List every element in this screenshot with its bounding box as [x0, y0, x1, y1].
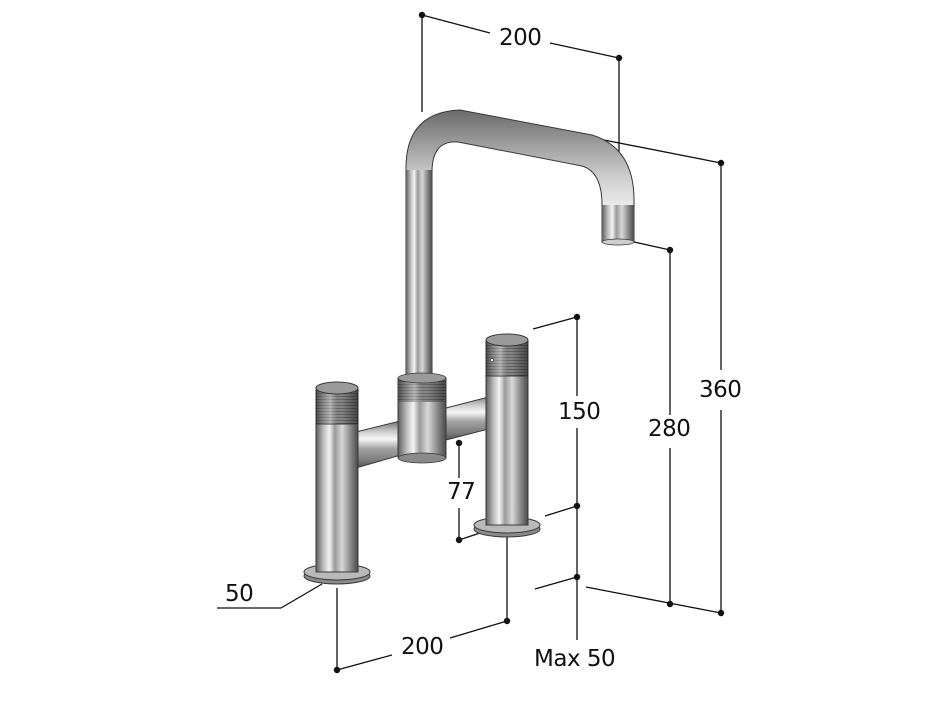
dim-base-diameter: 50 — [223, 581, 256, 607]
dim-spout-outlet-height: 280 — [646, 416, 693, 442]
dim-overall-height: 360 — [697, 377, 744, 403]
dim-max-deck-thickness: Max 50 — [532, 646, 618, 672]
dim-bridge-clearance: 77 — [445, 479, 478, 505]
dim-spout-reach: 200 — [497, 25, 544, 51]
dim-centres: 200 — [399, 634, 446, 660]
left-handle-column — [303, 381, 371, 585]
dimension-lines — [217, 14, 722, 671]
dimension-endpoints — [333, 11, 725, 674]
dim-handle-height: 150 — [556, 399, 603, 425]
faucet-body — [303, 109, 635, 585]
right-handle-column — [473, 333, 541, 538]
